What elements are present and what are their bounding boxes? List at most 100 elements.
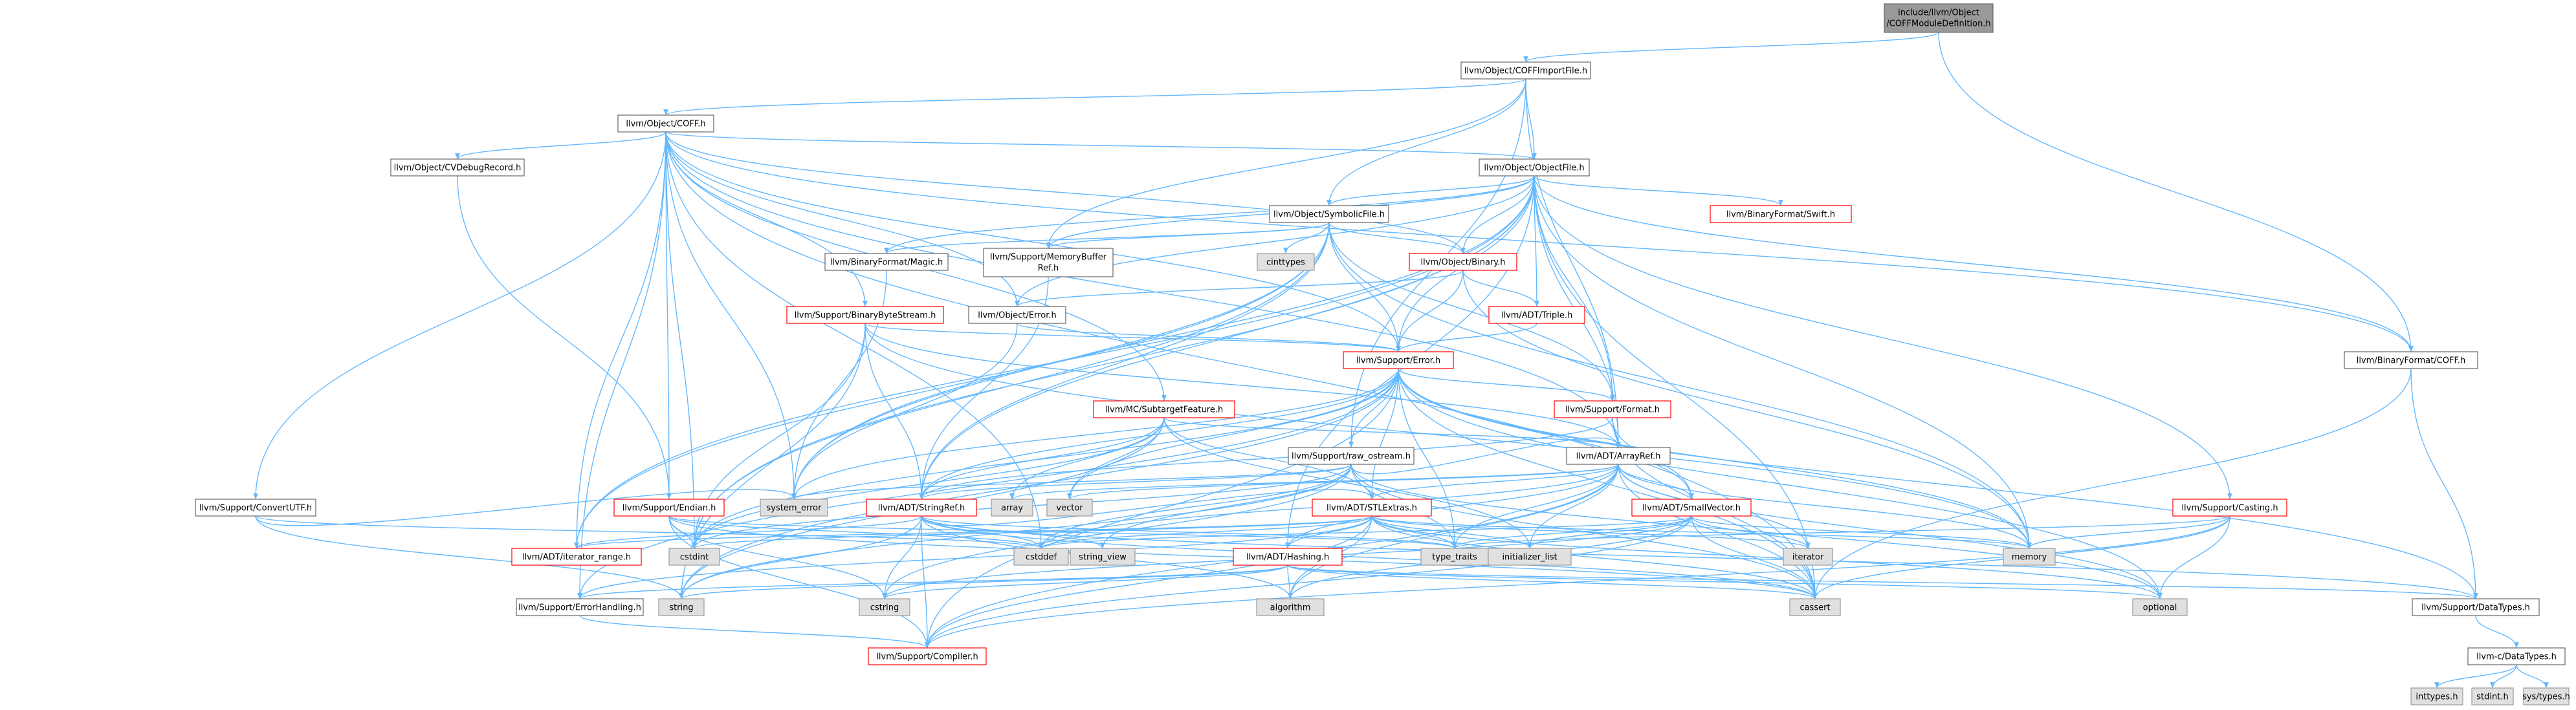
node-iterator: iterator	[1783, 548, 1833, 566]
node-llvm-adt-arrayref-h[interactable]: llvm/ADT/ArrayRef.h	[1566, 447, 1671, 465]
node-llvm-adt-stlextras-h[interactable]: llvm/ADT/STLExtras.h	[1312, 499, 1432, 517]
node-box	[1783, 548, 1833, 566]
node-stdint-h: stdint.h	[2471, 687, 2514, 705]
node-llvm-support-datatypes-h[interactable]: llvm/Support/DataTypes.h	[2412, 598, 2540, 616]
edge-binary-to-objerror	[1015, 270, 1464, 307]
node-llvm-binaryformat-magic-h[interactable]: llvm/BinaryFormat/Magic.h	[824, 253, 949, 271]
node-llvm-support-casting-h[interactable]: llvm/Support/Casting.h	[2172, 499, 2287, 517]
edge-coff-to-endian	[665, 131, 672, 500]
node-box	[1566, 447, 1671, 465]
node-box	[1554, 400, 1671, 418]
edge-error-to-smallvector	[1398, 368, 1694, 500]
node-label: cinttypes	[1266, 258, 1305, 268]
edge-binstream-to-error	[864, 323, 1401, 352]
edge-smallvector-to-cstddef	[1039, 515, 1692, 549]
edge-importfile-to-arrayref	[1525, 78, 1621, 448]
edge-symbolicfile-to-error	[1328, 222, 1401, 352]
edge-stlextras-to-typetraits	[1371, 515, 1457, 549]
edge-bfcoff-to-datatypes	[2410, 368, 2478, 599]
node-cstddef: cstddef	[1013, 548, 1069, 566]
node-llvm-object-symbolicfile-h[interactable]: llvm/Object/SymbolicFile.h	[1269, 205, 1389, 223]
edge-error-to-typetraits	[1398, 368, 1457, 549]
node-llvm-support-convertutf-h[interactable]: llvm/Support/ConvertUTF.h	[195, 499, 316, 517]
edge-endian-to-cstring	[668, 515, 887, 599]
node-llvm-mc-subtargetfeature-h[interactable]: llvm/MC/SubtargetFeature.h	[1093, 400, 1235, 418]
node-include-llvm-object-coffmoduledefinition-h: include/llvm/Object/COFFModuleDefinition…	[1884, 3, 1994, 33]
edge-objectfile-to-cassert	[1534, 175, 1818, 599]
edge-datatypes-to-cdatatypes	[2475, 615, 2519, 649]
node-llvm-support-format-h[interactable]: llvm/Support/Format.h	[1554, 400, 1671, 418]
node-label: llvm/Object/CVDebugRecord.h	[394, 164, 522, 173]
edge-arrayref-to-smallvector	[1618, 464, 1694, 500]
node-llvm-adt-hashing-h[interactable]: llvm/ADT/Hashing.h	[1233, 548, 1343, 566]
edge-binstream-to-string	[679, 323, 866, 599]
node-llvm-object-coffimportfile-h[interactable]: llvm/Object/COFFImportFile.h	[1460, 61, 1591, 80]
edge-smallvector-to-iterator	[1691, 515, 1811, 549]
edge-error-to-cstdint	[692, 368, 1399, 549]
edge-coff-to-objectfile	[665, 131, 1537, 160]
node-memory: memory	[2003, 548, 2056, 566]
node-label: llvm/Support/ErrorHandling.h	[518, 603, 641, 613]
edge-casting-to-optional	[2157, 515, 2230, 599]
node-llvm-object-binary-h[interactable]: llvm/Object/Binary.h	[1409, 253, 1517, 271]
edge-arrayref-to-array	[1009, 464, 1619, 500]
node-box	[824, 253, 949, 271]
node-inttypes-h: inttypes.h	[2410, 687, 2463, 705]
node-vector: vector	[1046, 499, 1093, 517]
edge-importfile-to-membuf	[1046, 78, 1526, 249]
edge-smallvector-to-compiler	[925, 515, 1692, 649]
node-box	[1884, 3, 1994, 33]
edge-rawostream-to-stringref	[919, 464, 1352, 500]
node-llvm-adt-smallvector-h[interactable]: llvm/ADT/SmallVector.h	[1631, 499, 1752, 517]
node-label: llvm/Object/COFFImportFile.h	[1464, 67, 1587, 76]
node-box	[2172, 499, 2287, 517]
node-box	[786, 306, 944, 324]
edge-coff-to-errhandling	[577, 131, 666, 599]
node-label: llvm/Support/BinaryByteStream.h	[795, 311, 936, 321]
node-box	[617, 114, 714, 133]
node-label: llvm/Support/Endian.h	[622, 504, 716, 513]
edge-subtarget-to-stringref	[919, 417, 1165, 500]
node-llvm-support-errorhandling-h[interactable]: llvm/Support/ErrorHandling.h	[516, 598, 644, 616]
edge-stlextras-to-cstdint	[692, 515, 1372, 549]
node-label: stdint.h	[2476, 693, 2508, 702]
edge-coff-to-cvdebug	[455, 131, 666, 160]
node-label: llvm/BinaryFormat/Magic.h	[830, 258, 943, 268]
node-llvm-object-cvdebugrecord-h[interactable]: llvm/Object/CVDebugRecord.h	[390, 158, 525, 177]
edge-arrayref-to-algorithm	[1288, 464, 1619, 599]
node-array: array	[991, 499, 1033, 517]
edge-stringref-to-stlextras	[921, 489, 1374, 526]
edge-symbolicfile-to-format	[1328, 222, 1615, 402]
node-llvm-object-error-h[interactable]: llvm/Object/Error.h	[968, 306, 1066, 324]
node-sys-types-h: sys/types.h	[2522, 687, 2570, 705]
node-llvm-adt-iterator-range-h[interactable]: llvm/ADT/iterator_range.h	[511, 548, 642, 566]
node-label: Ref.h	[1038, 264, 1059, 274]
node-label: llvm/Object/ObjectFile.h	[1484, 164, 1584, 173]
edge-coff-to-arrayref	[665, 131, 1621, 448]
node-llvm-object-coff-h[interactable]: llvm/Object/COFF.h	[617, 114, 714, 133]
node-box	[1312, 499, 1432, 517]
node-label: cstring	[870, 603, 899, 613]
node-llvm-support-endian-h[interactable]: llvm/Support/Endian.h	[613, 499, 725, 517]
node-label: string	[669, 603, 693, 613]
node-label: include/llvm/Object	[1898, 8, 1979, 18]
edge-binary-to-triple	[1462, 270, 1539, 307]
node-llvm-c-datatypes-h[interactable]: llvm-c/DataTypes.h	[2467, 647, 2566, 665]
edge-symbolicfile-to-binary	[1328, 222, 1466, 254]
edge-objectfile-to-binary	[1460, 175, 1535, 254]
node-llvm-support-binarybytestream-h[interactable]: llvm/Support/BinaryByteStream.h	[786, 306, 944, 324]
node-llvm-binaryformat-swift-h[interactable]: llvm/BinaryFormat/Swift.h	[1710, 205, 1852, 223]
node-llvm-adt-triple-h[interactable]: llvm/ADT/Triple.h	[1488, 306, 1585, 324]
edge-smallvector-to-initlist	[1527, 515, 1692, 549]
node-llvm-object-objectfile-h[interactable]: llvm/Object/ObjectFile.h	[1479, 158, 1590, 177]
node-llvm-support-error-h[interactable]: llvm/Support/Error.h	[1343, 351, 1454, 369]
node-llvm-support-raw-ostream-h[interactable]: llvm/Support/raw_ostream.h	[1288, 447, 1415, 465]
node-box	[1257, 253, 1315, 271]
node-llvm-support-compiler-h[interactable]: llvm/Support/Compiler.h	[868, 647, 987, 665]
node-llvm-adt-stringref-h[interactable]: llvm/ADT/StringRef.h	[866, 499, 977, 517]
node-llvm-binaryformat-coff-h[interactable]: llvm/BinaryFormat/COFF.h	[2344, 351, 2478, 369]
edge-stlextras-to-cstddef	[1039, 515, 1372, 549]
node-label: sys/types.h	[2522, 693, 2570, 702]
node-box	[2003, 548, 2056, 566]
